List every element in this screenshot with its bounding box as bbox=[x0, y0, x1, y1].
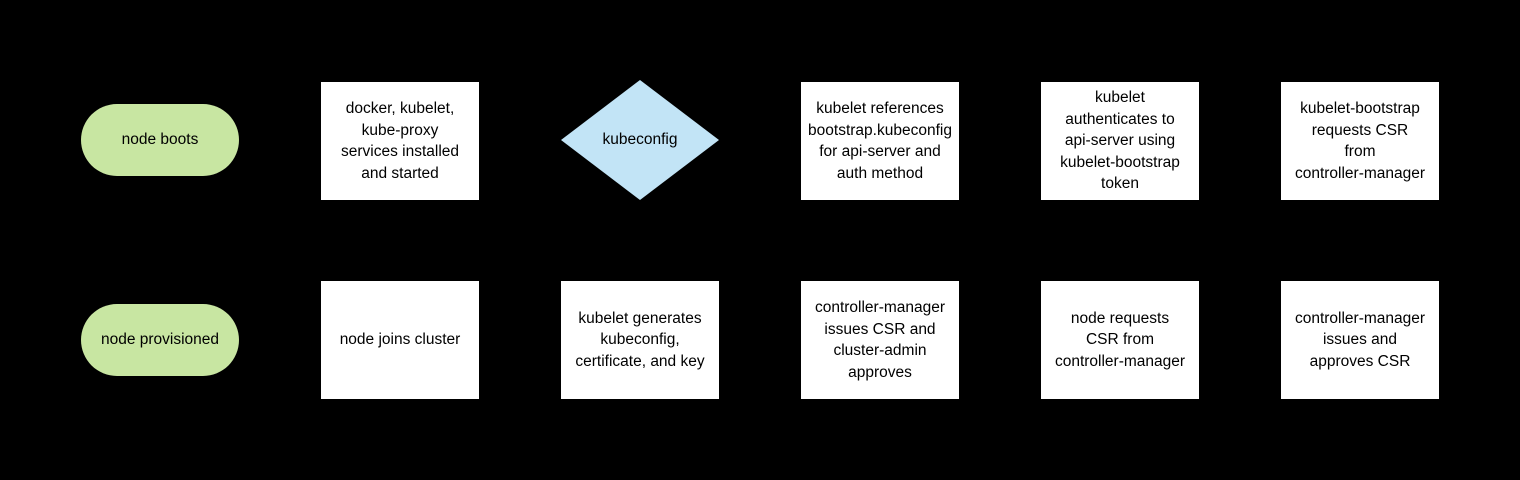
node-kubelet-generates[interactable]: kubelet generates kubeconfig, certificat… bbox=[561, 281, 719, 399]
node-label: kubelet authenticates to api-server usin… bbox=[1060, 89, 1180, 193]
node-label: kubeconfig bbox=[602, 131, 678, 149]
node-cm-issues-approves[interactable]: controller-manager issues and approves C… bbox=[1281, 281, 1439, 399]
node-label: kubelet references bootstrap.kubeconfig … bbox=[808, 100, 952, 182]
node-label: controller-manager issues CSR and cluste… bbox=[814, 299, 946, 381]
node-kubelet-authenticates[interactable]: kubelet authenticates to api-server usin… bbox=[1041, 82, 1199, 200]
node-node-requests-csr[interactable]: node requests CSR from controller-manage… bbox=[1041, 281, 1199, 399]
node-label: kubelet generates kubeconfig, certificat… bbox=[575, 309, 705, 370]
node-label: docker, kubelet, kube-proxy services ins… bbox=[340, 100, 460, 182]
node-label: node requests CSR from controller-manage… bbox=[1054, 309, 1186, 370]
node-bootstrap-requests-csr[interactable]: kubelet-bootstrap requests CSR from cont… bbox=[1281, 82, 1439, 200]
node-node-boots[interactable]: node boots bbox=[81, 104, 239, 176]
node-label: kubelet-bootstrap requests CSR from cont… bbox=[1294, 100, 1426, 182]
node-kubelet-references-bootstrap[interactable]: kubelet references bootstrap.kubeconfig … bbox=[801, 82, 959, 200]
node-label: node boots bbox=[121, 131, 199, 149]
node-label: node provisioned bbox=[100, 331, 220, 349]
node-kubeconfig-decision[interactable]: kubeconfig bbox=[561, 80, 719, 200]
node-cm-issues-csr[interactable]: controller-manager issues CSR and cluste… bbox=[801, 281, 959, 399]
node-label: controller-manager issues and approves C… bbox=[1294, 309, 1426, 370]
node-node-provisioned[interactable]: node provisioned bbox=[81, 304, 239, 376]
node-label: node joins cluster bbox=[339, 331, 461, 349]
node-node-joins-cluster[interactable]: node joins cluster bbox=[321, 281, 479, 399]
node-services-installed[interactable]: docker, kubelet, kube-proxy services ins… bbox=[321, 82, 479, 200]
